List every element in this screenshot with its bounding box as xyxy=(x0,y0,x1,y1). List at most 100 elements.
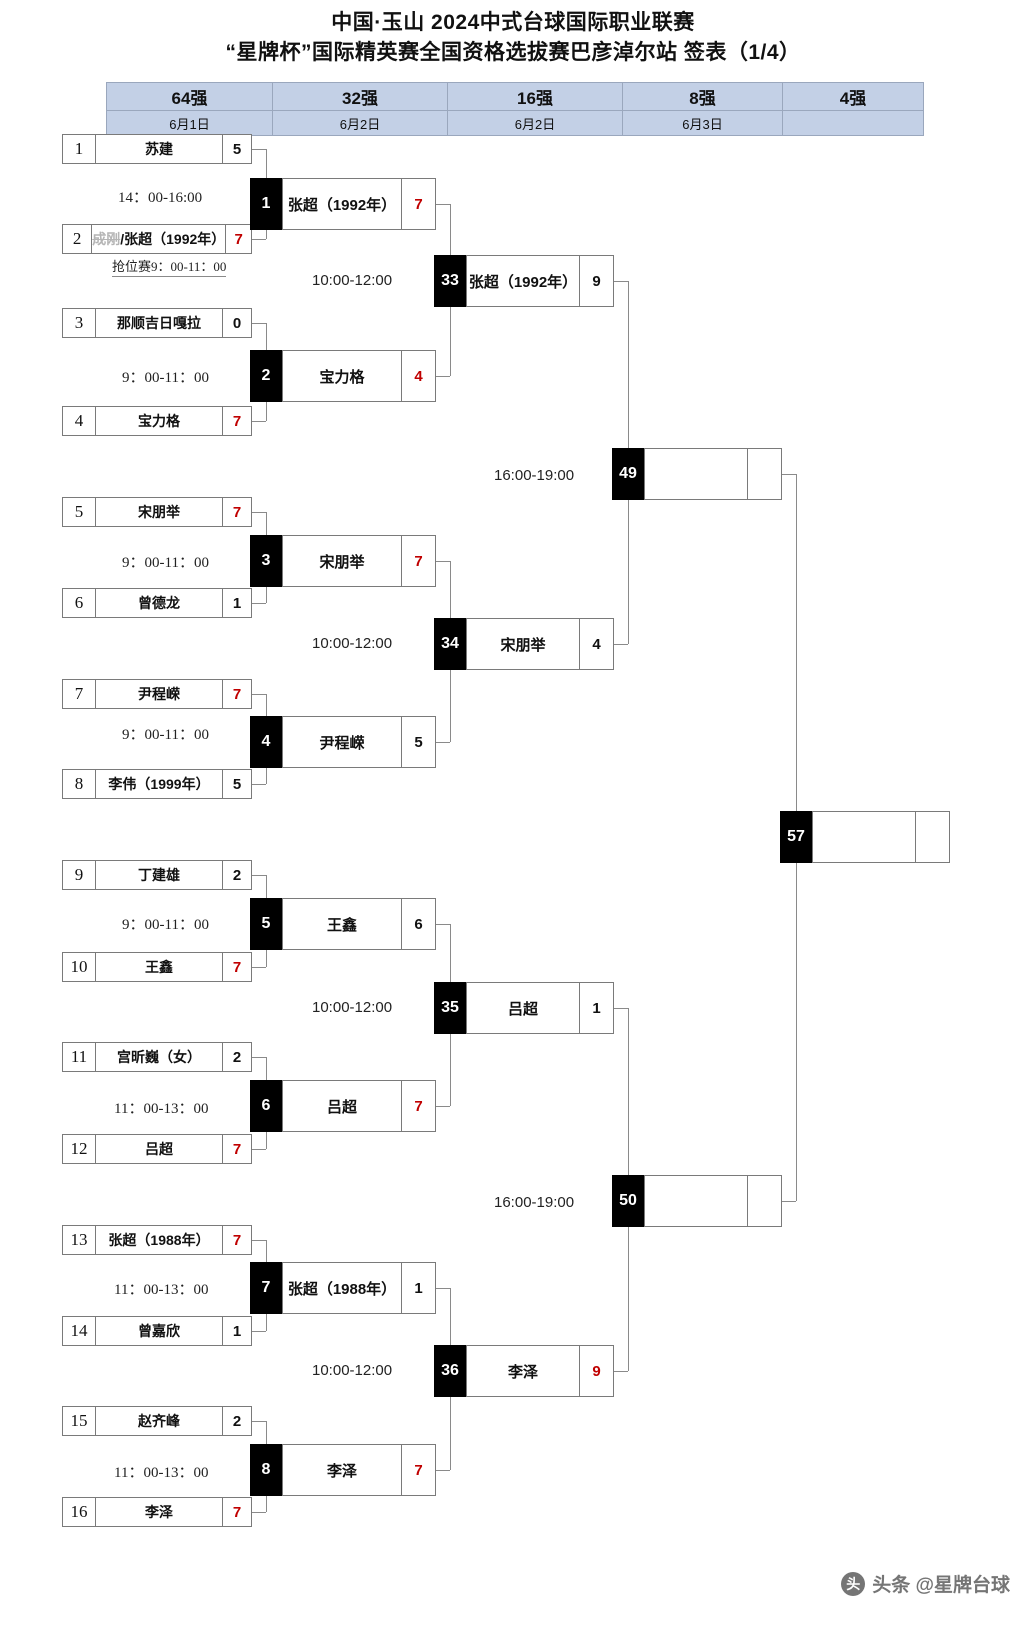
player-name: 成刚/张超（1992年） xyxy=(92,225,225,253)
round-date-8: 6月3日 xyxy=(623,111,783,135)
player-score: 7 xyxy=(222,1226,251,1254)
seed-row-15[interactable]: 15 赵齐峰 2 xyxy=(62,1406,252,1436)
player-name: 赵齐峰 xyxy=(138,1413,180,1429)
player-name: 张超（1988年） xyxy=(287,1280,397,1298)
connector xyxy=(436,924,450,925)
match-box-r32-1[interactable]: 1 张超（1992年） 7 xyxy=(250,178,436,230)
player-score: 7 xyxy=(401,179,435,229)
match-box-r8-50[interactable]: 50 xyxy=(612,1175,782,1227)
match-box-r32-4[interactable]: 4 尹程嵘 5 xyxy=(250,716,436,768)
seed-number: 8 xyxy=(63,770,96,798)
match-box-r32-3[interactable]: 3 宋朋举 7 xyxy=(250,535,436,587)
watermark-text: 头条 @星牌台球 xyxy=(872,1575,1010,1596)
connector xyxy=(614,281,628,282)
seed-row-9[interactable]: 9 丁建雄 2 xyxy=(62,860,252,890)
player-name: 曾嘉欣 xyxy=(138,1323,180,1339)
player-name: 李泽 xyxy=(326,1462,357,1480)
seed-row-11[interactable]: 11 宫昕巍（女） 2 xyxy=(62,1042,252,1072)
seed-row-3[interactable]: 3 那顺吉日嘎拉 0 xyxy=(62,308,252,338)
seed-row-2[interactable]: 2 成刚/张超（1992年） 7 xyxy=(62,224,252,254)
match-tag: 3 xyxy=(250,535,282,587)
seed-row-1[interactable]: 1 苏建 5 xyxy=(62,134,252,164)
round-header-32: 32强 xyxy=(273,83,448,111)
match-box-r8-49[interactable]: 49 xyxy=(612,448,782,500)
seed-row-4[interactable]: 4 宝力格 7 xyxy=(62,406,252,436)
match-tag: 49 xyxy=(612,448,644,500)
seed-number: 4 xyxy=(63,407,96,435)
seed-row-7[interactable]: 7 尹程嵘 7 xyxy=(62,679,252,709)
connector xyxy=(252,967,266,968)
match-tag: 4 xyxy=(250,716,282,768)
match-tag: 8 xyxy=(250,1444,282,1496)
round-header-64: 64强 xyxy=(107,83,273,111)
player-score: 6 xyxy=(401,899,435,949)
connector xyxy=(782,474,796,475)
round-date-4 xyxy=(783,111,923,135)
connector xyxy=(252,1421,266,1422)
connector xyxy=(436,561,450,562)
player-name: 吕超 xyxy=(326,1098,357,1116)
seed-number: 2 xyxy=(63,225,93,253)
match-box-r16-34[interactable]: 34 宋朋举 4 xyxy=(434,618,614,670)
match-time-64-6: 11：00-13：00 xyxy=(114,1101,209,1117)
player-name: 张超（1988年） xyxy=(108,1232,210,1248)
round-header-16: 16强 xyxy=(448,83,623,111)
player-score: 7 xyxy=(401,1081,435,1131)
seed-row-14[interactable]: 14 曾嘉欣 1 xyxy=(62,1316,252,1346)
watermark-logo-icon: 头 xyxy=(841,1571,866,1596)
player-score: 2 xyxy=(222,861,251,889)
connector xyxy=(252,239,266,240)
seed-row-8[interactable]: 8 李伟（1999年） 5 xyxy=(62,769,252,799)
connector xyxy=(436,1106,450,1107)
match-tag: 34 xyxy=(434,618,466,670)
connector xyxy=(252,603,266,604)
match-time-16-2: 16:00-19:00 xyxy=(494,1194,575,1211)
connector xyxy=(436,1470,450,1471)
match-box-r16-36[interactable]: 36 李泽 9 xyxy=(434,1345,614,1397)
seed-row-6[interactable]: 6 曾德龙 1 xyxy=(62,588,252,618)
player-name: 吕超 xyxy=(145,1141,173,1157)
player-name: 尹程嵘 xyxy=(319,734,365,752)
player-score: 5 xyxy=(222,135,251,163)
seed-number: 10 xyxy=(63,953,96,981)
match-tag: 57 xyxy=(780,811,812,863)
match-tag: 36 xyxy=(434,1345,466,1397)
player-score: 7 xyxy=(222,407,251,435)
connector xyxy=(252,784,266,785)
player-score xyxy=(747,1176,781,1226)
player-score: 4 xyxy=(579,619,613,669)
seed-row-16[interactable]: 16 李泽 7 xyxy=(62,1497,252,1527)
seed-row-13[interactable]: 13 张超（1988年） 7 xyxy=(62,1225,252,1255)
match-box-r32-6[interactable]: 6 吕超 7 xyxy=(250,1080,436,1132)
match-tag: 50 xyxy=(612,1175,644,1227)
match-box-r32-7[interactable]: 7 张超（1988年） 1 xyxy=(250,1262,436,1314)
seed-row-10[interactable]: 10 王鑫 7 xyxy=(62,952,252,982)
match-box-r16-35[interactable]: 35 吕超 1 xyxy=(434,982,614,1034)
connector xyxy=(614,644,628,645)
player-score: 1 xyxy=(401,1263,435,1313)
seed-row-5[interactable]: 5 宋朋举 7 xyxy=(62,497,252,527)
round-header-4: 4强 xyxy=(783,83,923,111)
seed-number: 9 xyxy=(63,861,96,889)
round-date-64: 6月1日 xyxy=(107,111,273,135)
match-box-r32-2[interactable]: 2 宝力格 4 xyxy=(250,350,436,402)
player-score: 2 xyxy=(222,1043,251,1071)
player-name: 王鑫 xyxy=(145,959,173,975)
player-name: 吕超 xyxy=(507,1000,538,1018)
match-box-r32-5[interactable]: 5 王鑫 6 xyxy=(250,898,436,950)
player-score: 7 xyxy=(222,680,251,708)
match-box-r32-8[interactable]: 8 李泽 7 xyxy=(250,1444,436,1496)
connector xyxy=(252,149,266,150)
connector xyxy=(252,1240,266,1241)
connector xyxy=(436,376,450,377)
connector xyxy=(252,323,266,324)
player-name-text: 张超（1992年） xyxy=(124,231,226,247)
qualifier-note: 抢位赛9：00-11：00 xyxy=(112,256,227,277)
connector xyxy=(252,512,266,513)
player-name: 曾德龙 xyxy=(138,595,180,611)
match-box-r16-33[interactable]: 33 张超（1992年） 9 xyxy=(434,255,614,307)
seed-row-12[interactable]: 12 吕超 7 xyxy=(62,1134,252,1164)
seed-number: 5 xyxy=(63,498,96,526)
player-name: 丁建雄 xyxy=(138,867,180,883)
match-box-r4-57[interactable]: 57 xyxy=(780,811,950,863)
